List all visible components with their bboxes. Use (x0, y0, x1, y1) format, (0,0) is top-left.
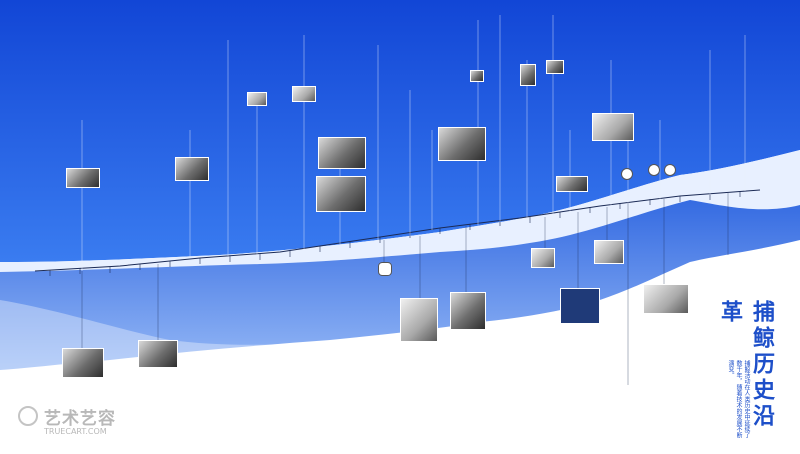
photo-whale-carcass (592, 113, 634, 141)
watermark-logo-icon (18, 406, 38, 426)
photo-engraving-2 (292, 86, 316, 102)
no-whaling-sign-icon-2 (648, 164, 660, 176)
photo-engraving-1 (247, 92, 267, 106)
surf-band (0, 150, 800, 272)
watermark-text: 艺术艺容 (44, 409, 116, 429)
photo-whale-bone (531, 248, 555, 268)
photo-whale-hoist (438, 127, 486, 161)
watermark-url: TRUECART.COM (44, 427, 107, 436)
page-subtitle: 捕鲸活动在人类历史中延续了数千年，随着技术的发展不断演变。 (727, 360, 750, 438)
photo-ancient-painting (62, 348, 104, 378)
photo-small-3 (546, 60, 564, 74)
photo-corset (400, 298, 438, 342)
photo-harpoon-ship (318, 137, 366, 169)
timeline-line (34, 189, 761, 272)
photo-whaling-ship-1 (66, 168, 100, 188)
photo-whale-surface (556, 176, 588, 192)
photo-steamship (175, 157, 209, 181)
photo-small-2 (520, 64, 536, 86)
photo-museum (450, 292, 486, 330)
sky-area (0, 0, 800, 262)
photo-harbor (643, 284, 689, 314)
watermark: 艺术艺容 TRUECART.COM (18, 404, 116, 436)
whale-logo-icon (560, 288, 600, 324)
photo-whaling-boats (138, 340, 178, 368)
photo-factory-ship (316, 176, 366, 212)
no-whaling-sign-icon-3 (664, 164, 676, 176)
photo-small-1 (470, 70, 484, 82)
page-title: 捕鲸历史沿革 (717, 300, 775, 430)
no-whaling-sign-icon-1 (621, 168, 633, 180)
lamp-icon (378, 262, 392, 276)
photo-treaty (594, 240, 624, 264)
caption-block (68, 120, 92, 160)
